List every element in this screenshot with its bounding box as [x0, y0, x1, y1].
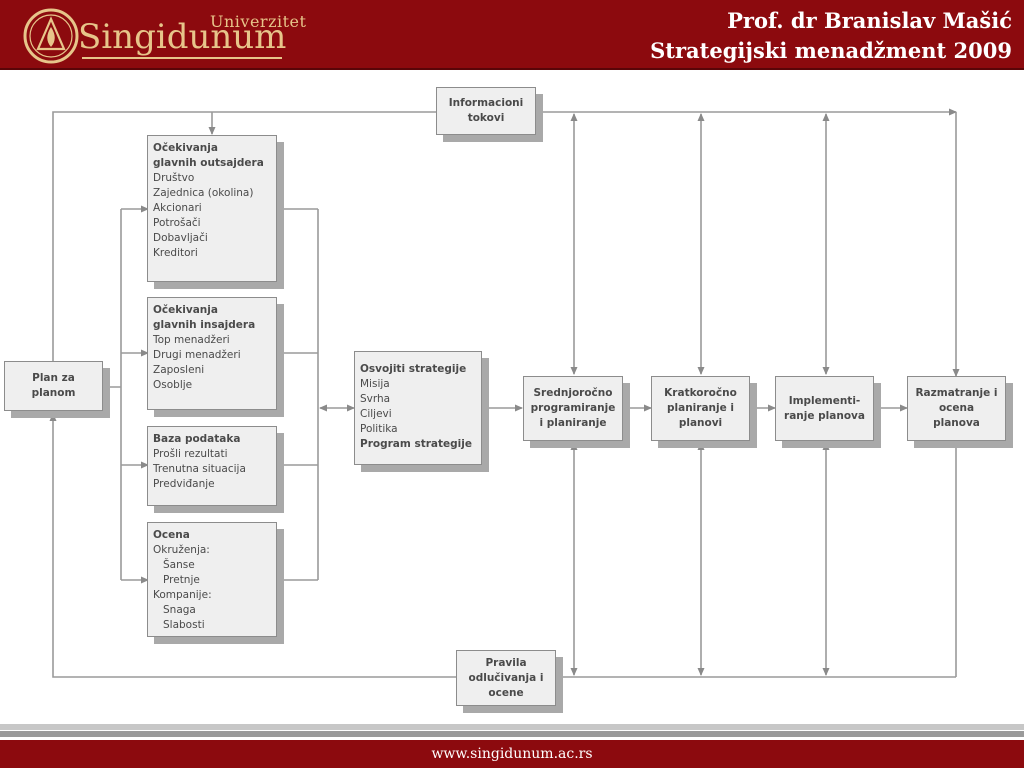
database-title: Baza podataka: [153, 433, 241, 445]
logo-univerzitet-text: Univerzitet: [210, 12, 307, 31]
short-term-line-1: Kratkoročno: [664, 387, 737, 399]
footer-stripe-light: [0, 724, 1024, 730]
insiders-box: Očekivanja glavnih insajdera Top menadže…: [147, 297, 277, 410]
review-line-3: planova: [933, 417, 980, 429]
assessment-title: Ocena: [153, 529, 190, 541]
strategy-item: Politika: [360, 423, 398, 435]
strategy-item: Ciljevi: [360, 408, 392, 420]
header-bar: Univerzitet Singidunum Prof. dr Branisla…: [0, 0, 1024, 68]
short-term-line-3: planovi: [678, 417, 723, 429]
review-line-2: ocena: [938, 402, 975, 414]
assessment-comp-item: Slabosti: [163, 619, 205, 631]
strategy-title: Osvojiti strategije: [360, 363, 467, 375]
plan-line-1: Plan za: [32, 372, 75, 384]
database-box: Baza podataka Prošli rezultati Trenutna …: [147, 426, 277, 506]
insiders-item: Osoblje: [153, 379, 193, 391]
outsiders-item: Potrošači: [153, 217, 201, 229]
mid-term-line-1: Srednjoročno: [533, 387, 613, 399]
plan-box: Plan za planom: [4, 361, 103, 411]
strategy-item: Svrha: [360, 393, 391, 405]
assessment-box: Ocena Okruženja: Šanse Pretnje Kompanije…: [147, 522, 277, 637]
assessment-env-item: Šanse: [163, 559, 195, 571]
insiders-item: Top menadžeri: [153, 334, 230, 346]
info-line-2: tokovi: [467, 112, 505, 124]
assessment-comp-label: Kompanije:: [153, 589, 212, 601]
info-line-1: Informacioni: [448, 97, 524, 109]
strategy-box: Osvojiti strategije Misija Svrha Ciljevi…: [354, 351, 482, 465]
plan-line-2: planom: [31, 387, 76, 399]
database-item: Prošli rezultati: [153, 448, 228, 460]
author-title: Prof. dr Branislav Mašić: [727, 8, 1012, 33]
outsiders-item: Akcionari: [153, 202, 202, 214]
database-item: Predviđanje: [153, 478, 215, 490]
outsiders-box: Očekivanja glavnih outsajdera Društvo Za…: [147, 135, 277, 282]
course-title: Strategijski menadžment 2009: [650, 38, 1012, 63]
outsiders-title-1: Očekivanja: [153, 142, 218, 154]
short-term-box: Kratkoročno planiranje i planovi: [651, 376, 750, 441]
footer-bar: www.singidunum.ac.rs: [0, 740, 1024, 768]
mid-term-line-3: i planiranje: [539, 417, 607, 429]
footer-url-link[interactable]: www.singidunum.ac.rs: [431, 746, 593, 762]
database-item: Trenutna situacija: [153, 463, 246, 475]
connector-plan-top: [52, 111, 436, 361]
outsiders-item: Društvo: [153, 172, 195, 184]
logo-name-text: Singidunum: [78, 17, 287, 57]
review-line-1: Razmatranje i: [915, 387, 998, 399]
strategy-item: Misija: [360, 378, 390, 390]
header-divider: [0, 68, 1024, 70]
rules-line-2: odlučivanja i: [468, 671, 544, 684]
footer-stripe-dark: [0, 731, 1024, 737]
insiders-item: Zaposleni: [153, 364, 205, 376]
assessment-comp-item: Snaga: [163, 604, 196, 616]
singidunum-emblem-icon: [23, 8, 79, 64]
implementation-line-1: Implementi-: [788, 394, 861, 407]
assessment-env-label: Okruženja:: [153, 544, 210, 556]
insiders-title-2: glavnih insajdera: [153, 319, 256, 331]
review-box: Razmatranje i ocena planova: [907, 376, 1006, 441]
mid-term-box: Srednjoročno programiranje i planiranje: [523, 376, 623, 441]
implementation-box: Implementi- ranje planova: [775, 376, 874, 441]
implementation-line-2: ranje planova: [784, 409, 865, 422]
short-term-line-2: planiranje i: [667, 402, 734, 414]
outsiders-item: Zajednica (okolina): [153, 187, 254, 199]
logo-underline: [82, 57, 282, 59]
outsiders-title-2: glavnih outsajdera: [153, 157, 264, 169]
outsiders-item: Dobavljači: [153, 232, 208, 244]
mid-term-line-2: programiranje: [530, 402, 616, 414]
rules-box: Pravila odlučivanja i ocene: [456, 650, 556, 706]
rules-line-1: Pravila: [485, 656, 527, 669]
strategy-last-item: Program strategije: [360, 438, 472, 450]
connector-bottom-left: [52, 673, 456, 678]
outsiders-item: Kreditori: [153, 247, 198, 259]
insiders-item: Drugi menadžeri: [153, 349, 241, 361]
rules-line-3: ocene: [488, 686, 524, 699]
university-logo[interactable]: Univerzitet Singidunum: [22, 7, 322, 65]
info-box: Informacioni tokovi: [436, 87, 536, 135]
assessment-env-item: Pretnje: [163, 574, 200, 586]
insiders-title-1: Očekivanja: [153, 304, 218, 316]
